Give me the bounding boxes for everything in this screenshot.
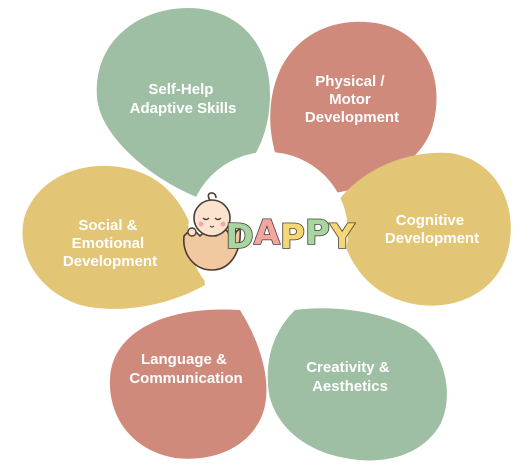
petal-physical-motor: Physical / Motor Development — [270, 21, 437, 196]
logo-letter: A — [254, 213, 281, 253]
label-line: Creativity & — [306, 359, 390, 376]
label-line: Self-Help — [148, 81, 213, 98]
label-line: Development — [63, 253, 157, 270]
petal-self-help: Self-Help Adaptive Skills — [96, 8, 270, 200]
petal-language: Language & Communication — [109, 309, 267, 459]
label-line: Aesthetics — [312, 378, 388, 395]
logo-letter: Y — [329, 217, 355, 257]
logo-letter: D — [225, 217, 253, 257]
petal-label: Language & Communication — [129, 351, 242, 387]
petal-shape — [270, 21, 437, 196]
label-line: Language & — [141, 351, 227, 368]
label-line: Motor — [329, 91, 371, 108]
petal-cognitive: Cognitive Development — [335, 152, 511, 306]
logo-letter: P — [280, 217, 305, 257]
label-line: Emotional — [72, 235, 145, 252]
petal-shape — [96, 8, 270, 200]
petal-shape — [267, 308, 447, 461]
label-line: Adaptive Skills — [130, 100, 237, 117]
label-line: Social & — [78, 217, 137, 234]
petal-label: Cognitive Development — [385, 212, 479, 247]
petal-label: Creativity & Aesthetics — [306, 359, 394, 395]
petal-shape — [335, 152, 511, 306]
logo-wordmark: DAPPY — [225, 213, 354, 257]
label-line: Development — [385, 230, 479, 247]
label-line: Communication — [129, 370, 242, 387]
logo-letter: P — [305, 213, 330, 253]
petal-label: Self-Help Adaptive Skills — [130, 81, 237, 117]
center-circle — [188, 152, 348, 312]
petal-shape — [109, 309, 267, 459]
petal-shape — [22, 165, 206, 309]
label-line: Development — [305, 109, 399, 126]
petal-label: Physical / Motor Development — [305, 73, 399, 126]
petal-creativity: Creativity & Aesthetics — [267, 308, 447, 461]
petal-label: Social & Emotional Development — [63, 217, 157, 270]
center-logo: DAPPY — [183, 152, 356, 312]
baby-in-eggshell-icon — [183, 192, 241, 271]
petal-social-emotional: Social & Emotional Development — [22, 165, 206, 309]
label-line: Cognitive — [396, 212, 464, 229]
label-line: Physical / — [315, 73, 385, 90]
